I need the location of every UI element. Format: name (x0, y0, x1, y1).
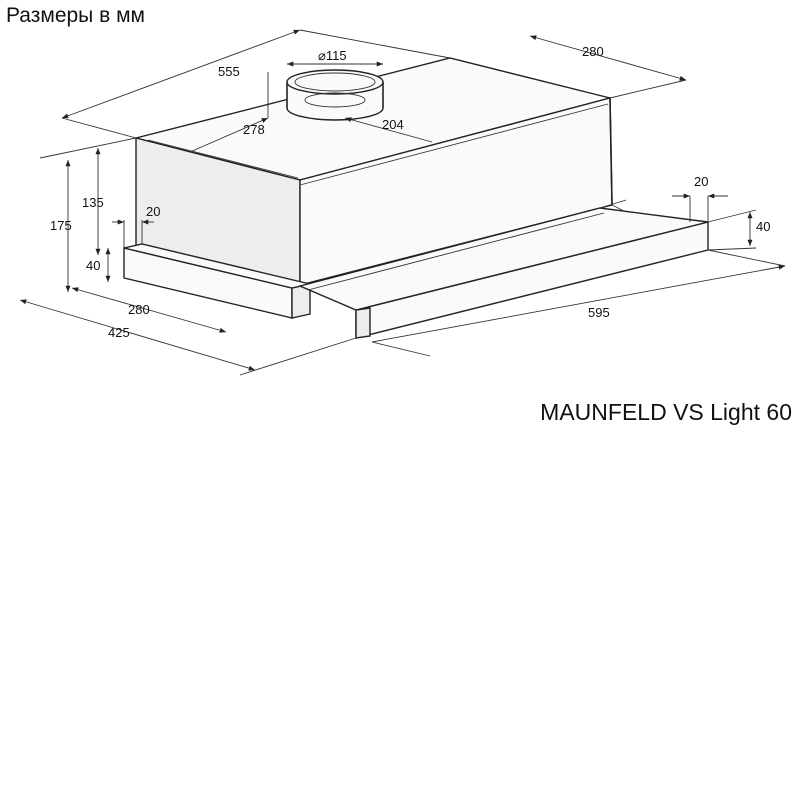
dim-height-total: 175 (50, 218, 72, 233)
dim-height-right: 40 (756, 219, 770, 234)
model-name: MAUNFELD VS Light 60 (540, 399, 792, 425)
dim-height-body: 135 (82, 195, 104, 210)
dimension-lines (19, 29, 786, 376)
dim-diameter: ⌀115 (318, 48, 347, 63)
dim-offset-left: 20 (146, 204, 160, 219)
dim-height-front: 40 (86, 258, 100, 273)
dim-depth-top: 280 (582, 44, 604, 59)
dim-depth-bottom: 280 (128, 302, 150, 317)
dim-offset-right: 20 (694, 174, 708, 189)
hood-body (135, 57, 613, 286)
dimension-labels: 555 ⌀115 280 278 204 175 135 20 40 280 4… (50, 44, 770, 340)
title: Размеры в мм (6, 4, 145, 27)
dim-duct-offset-b: 204 (382, 117, 404, 132)
dim-width-front: 595 (588, 305, 610, 320)
dim-duct-offset-a: 278 (243, 122, 265, 137)
dim-depth-total: 425 (108, 325, 130, 340)
dim-width-top: 555 (218, 64, 240, 79)
duct-collar (286, 69, 384, 121)
